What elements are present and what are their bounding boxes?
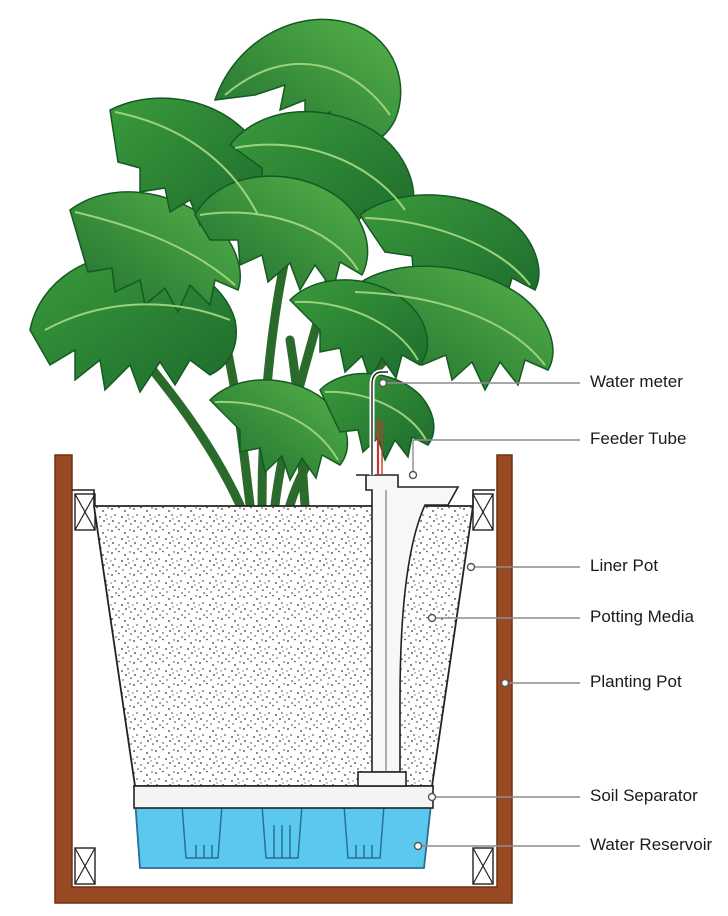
monstera-leaf-icon (30, 19, 553, 480)
label-planting-pot: Planting Pot (590, 672, 682, 692)
potting-media (94, 506, 473, 786)
soil-separator (134, 786, 433, 808)
label-soil-separator: Soil Separator (590, 786, 698, 806)
label-liner-pot: Liner Pot (590, 556, 658, 576)
label-feeder-tube: Feeder Tube (590, 429, 686, 449)
label-water-reservoir: Water Reservoir (590, 835, 712, 855)
label-potting-media: Potting Media (590, 607, 694, 627)
label-water-meter: Water meter (590, 372, 683, 392)
